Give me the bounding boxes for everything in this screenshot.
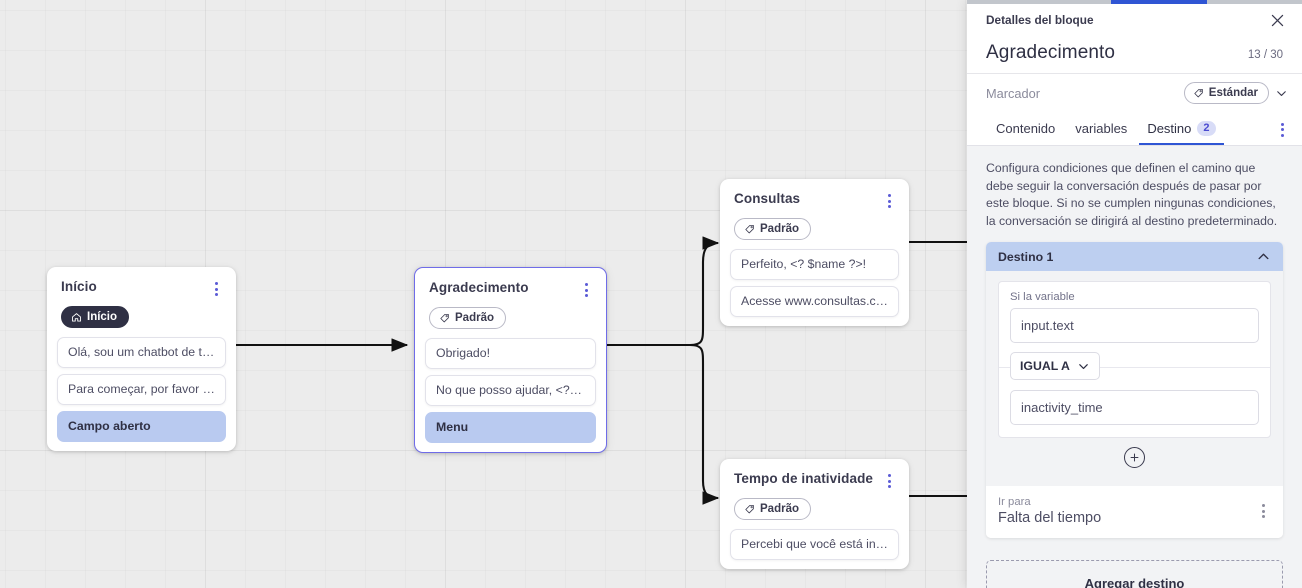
tab-destino[interactable]: Destino 2 bbox=[1137, 114, 1225, 145]
node-tag-chip[interactable]: Padrão bbox=[429, 307, 506, 329]
chevron-up-icon[interactable] bbox=[1256, 249, 1271, 264]
goto-row[interactable]: Ir para Falta del tiempo bbox=[986, 486, 1283, 538]
node-message[interactable]: Percebi que você está inativo. C... bbox=[730, 529, 899, 560]
node-header: Consultas bbox=[720, 179, 909, 210]
flow-node-agradecimento[interactable]: Agradecimento Padrão Obrigado! No que po… bbox=[414, 267, 607, 453]
node-message[interactable]: Para começar, por favor digite o ... bbox=[57, 374, 226, 405]
panel-tabs: Contenido variables Destino 2 bbox=[967, 114, 1302, 146]
panel-body: Configura condiciones que definen el cam… bbox=[967, 146, 1302, 588]
flow-node-inicio[interactable]: Início Início Olá, sou um chatbot de tes… bbox=[47, 267, 236, 451]
loading-progress-bar bbox=[967, 0, 1302, 4]
destination-header[interactable]: Destino 1 bbox=[986, 242, 1283, 271]
block-details-panel: Detalles del bloque Agradecimento 13 / 3… bbox=[967, 0, 1302, 588]
node-chip-label: Padrão bbox=[760, 223, 799, 235]
node-menu-button[interactable] bbox=[578, 281, 594, 299]
goto-value: Falta del tiempo bbox=[998, 510, 1102, 526]
close-icon bbox=[1271, 14, 1283, 26]
node-messages: Olá, sou um chatbot de teste! Para começ… bbox=[47, 328, 236, 442]
node-chip-label: Início bbox=[87, 311, 118, 323]
node-message[interactable]: Acesse www.consultas.com par... bbox=[730, 286, 899, 317]
close-button[interactable] bbox=[1266, 9, 1288, 31]
tag-icon bbox=[745, 504, 754, 513]
node-chip-row: Padrão bbox=[720, 490, 909, 520]
panel-title: Detalles del bloque bbox=[986, 13, 1094, 27]
node-message-highlight[interactable]: Campo aberto bbox=[57, 411, 226, 442]
operator-row: IGUAL A bbox=[999, 352, 1270, 382]
node-header: Tempo de inatividade bbox=[720, 459, 909, 490]
node-tag-chip[interactable]: Padrão bbox=[734, 498, 811, 520]
add-destination-button[interactable]: Agregar destino bbox=[986, 560, 1283, 588]
goto-label: Ir para bbox=[998, 496, 1031, 508]
node-tag-chip[interactable]: Início bbox=[61, 306, 130, 328]
panel-header-top: Detalles del bloque bbox=[967, 4, 1302, 37]
condition-label: Si la variable bbox=[1010, 291, 1075, 303]
block-name[interactable]: Agradecimento bbox=[986, 42, 1116, 63]
node-menu-button[interactable] bbox=[881, 192, 897, 210]
operator-select[interactable]: IGUAL A bbox=[1010, 352, 1100, 380]
operator-label: IGUAL A bbox=[1020, 359, 1070, 373]
node-title: Início bbox=[61, 279, 97, 294]
condition-area: Si la variable IGUAL A bbox=[986, 271, 1283, 486]
node-title: Tempo de inatividade bbox=[734, 471, 874, 486]
tag-icon bbox=[1194, 88, 1203, 97]
add-destination-label: Agregar destino bbox=[1084, 575, 1185, 588]
comparison-value-input[interactable] bbox=[1010, 390, 1259, 425]
node-chip-row: Início bbox=[47, 298, 236, 328]
node-message[interactable]: Perfeito, <? $name ?>! bbox=[730, 249, 899, 280]
panel-header: Detalles del bloque Agradecimento 13 / 3… bbox=[967, 0, 1302, 146]
chevron-down-icon bbox=[1079, 363, 1088, 369]
tab-label: variables bbox=[1075, 121, 1128, 136]
flow-node-consultas[interactable]: Consultas Padrão Perfeito, <? $name ?>! … bbox=[720, 179, 909, 326]
node-message[interactable]: Olá, sou um chatbot de teste! bbox=[57, 337, 226, 368]
node-chip-label: Padrão bbox=[455, 312, 494, 324]
marcador-row: Marcador Estándar bbox=[967, 74, 1302, 114]
home-icon bbox=[72, 312, 81, 322]
node-menu-button[interactable] bbox=[881, 472, 897, 490]
flow-node-tempo-inatividade[interactable]: Tempo de inatividade Padrão Percebi que … bbox=[720, 459, 909, 569]
destination-card: Destino 1 Si la variable IGUAL A bbox=[986, 242, 1283, 538]
plus-circle-icon bbox=[1130, 453, 1139, 462]
char-counter: 13 / 30 bbox=[1247, 49, 1283, 61]
tab-label: Contenido bbox=[996, 121, 1056, 136]
tab-badge: 2 bbox=[1197, 121, 1216, 136]
chevron-down-icon[interactable] bbox=[1275, 87, 1288, 100]
tag-icon bbox=[745, 224, 754, 233]
variable-input[interactable] bbox=[1010, 308, 1259, 343]
loading-progress-fill bbox=[1111, 0, 1207, 4]
tab-variables[interactable]: variables bbox=[1065, 114, 1137, 145]
node-message-highlight[interactable]: Menu bbox=[425, 412, 596, 443]
node-chip-row: Padrão bbox=[415, 299, 606, 329]
tab-contenido[interactable]: Contenido bbox=[986, 114, 1065, 145]
node-menu-button[interactable] bbox=[208, 280, 224, 298]
block-name-row: Agradecimento 13 / 30 bbox=[967, 37, 1302, 74]
goto-text-block: Ir para Falta del tiempo bbox=[998, 496, 1101, 526]
node-message[interactable]: Obrigado! bbox=[425, 338, 596, 369]
node-messages: Percebi que você está inativo. C... bbox=[720, 520, 909, 560]
marcador-chip-label: Estándar bbox=[1208, 87, 1258, 99]
marcador-control[interactable]: Estándar bbox=[1183, 82, 1288, 104]
node-header: Agradecimento bbox=[415, 268, 606, 299]
marcador-label: Marcador bbox=[986, 85, 1041, 101]
node-title: Consultas bbox=[734, 191, 801, 206]
node-tag-chip[interactable]: Padrão bbox=[734, 218, 811, 240]
node-title: Agradecimento bbox=[429, 280, 529, 295]
add-condition-button[interactable] bbox=[1124, 447, 1145, 468]
node-messages: Perfeito, <? $name ?>! Acesse www.consul… bbox=[720, 240, 909, 317]
destination-description: Configura condiciones que definen el cam… bbox=[986, 161, 1278, 228]
tag-icon bbox=[440, 313, 449, 322]
tabs-more-button[interactable] bbox=[1277, 117, 1288, 143]
node-chip-row: Padrão bbox=[720, 210, 909, 240]
tab-label: Destino bbox=[1147, 121, 1192, 136]
condition-box: Si la variable IGUAL A bbox=[998, 281, 1271, 438]
destination-title: Destino 1 bbox=[998, 249, 1054, 264]
node-messages: Obrigado! No que posso ajudar, <? $name … bbox=[415, 329, 606, 443]
node-chip-label: Padrão bbox=[760, 503, 799, 515]
node-message[interactable]: No que posso ajudar, <? $name ... bbox=[425, 375, 596, 406]
node-header: Início bbox=[47, 267, 236, 298]
goto-menu-button[interactable] bbox=[1256, 500, 1271, 522]
marcador-chip[interactable]: Estándar bbox=[1183, 82, 1269, 104]
add-condition-row bbox=[998, 438, 1271, 478]
